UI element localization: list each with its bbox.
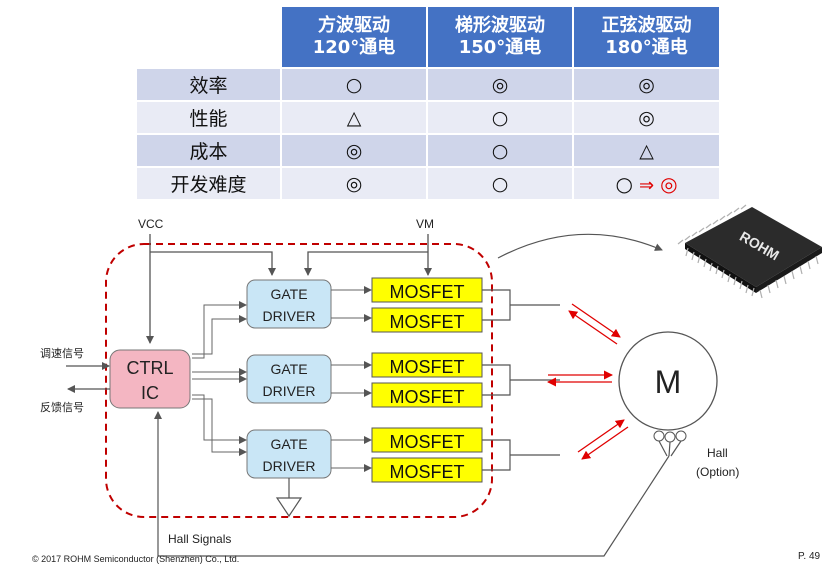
ctrl-ic-label: CTRL — [126, 358, 173, 378]
mosfet-label: MOSFET — [390, 312, 465, 332]
table-row: 成本 ◎ ○ △ — [135, 133, 721, 168]
row-label: 性能 — [135, 100, 282, 135]
gate-to-mosfet-wires — [331, 286, 372, 472]
motor — [618, 331, 718, 431]
row-label: 效率 — [135, 67, 282, 102]
feedback-signal-label: 反馈信号 — [40, 401, 84, 414]
phase-output-wires — [482, 289, 560, 471]
vm-line — [304, 234, 432, 276]
hall-option-label: (Option) — [696, 465, 739, 479]
mosfet: MOSFET — [371, 352, 483, 378]
ctrl-ic — [109, 349, 191, 409]
rating-cell: ◎ — [572, 67, 721, 102]
gate-driver-label: DRIVER — [263, 458, 316, 474]
speed-signal-label: 调速信号 — [40, 347, 84, 360]
rohm-chip-icon: ROHM — [677, 204, 822, 299]
table-row: 开发难度 ◎ ○ ○ ⇒ ◎ — [135, 166, 721, 201]
rating-cell: ◎ — [426, 67, 574, 102]
copyright: © 2017 ROHM Semiconductor (Shenzhen) Co.… — [32, 554, 240, 564]
upgrade-arrow-icon: ⇒ — [638, 174, 655, 196]
motor-label: M — [655, 364, 682, 400]
rating-cell: ○ — [280, 67, 428, 102]
rating-cell: ◎ — [572, 100, 721, 135]
hall-sensor-icon — [653, 430, 687, 443]
rating-from: ○ — [615, 171, 633, 196]
vcc-label: VCC — [138, 217, 164, 231]
rating-cell: ○ — [426, 166, 574, 201]
mosfet: MOSFET — [371, 427, 483, 453]
mosfet-label: MOSFET — [390, 357, 465, 377]
rating-cell: ◎ — [280, 133, 428, 168]
gate-driver-label: GATE — [270, 361, 307, 377]
to-chip-arrow — [497, 233, 663, 259]
page-number: P. 49 — [798, 551, 821, 562]
gate-driver-label: GATE — [270, 286, 307, 302]
gate-driver-label: GATE — [270, 436, 307, 452]
table-row: 效率 ○ ◎ ◎ — [135, 67, 721, 102]
vcc-line — [146, 234, 276, 344]
hall-wires — [154, 411, 682, 557]
ic-boundary — [105, 243, 493, 518]
mosfet-label: MOSFET — [390, 432, 465, 452]
rating-cell: △ — [280, 100, 428, 135]
row-label: 成本 — [135, 133, 282, 168]
gate-driver: GATE DRIVER — [246, 279, 332, 329]
table-corner — [135, 5, 282, 69]
ctrl-to-gate-wires — [192, 301, 247, 456]
mosfet-label: MOSFET — [390, 462, 465, 482]
rating-cell: △ — [572, 133, 721, 168]
table-row: 性能 △ ○ ◎ — [135, 100, 721, 135]
row-label: 开发难度 — [135, 166, 282, 201]
gate-driver-label: DRIVER — [263, 383, 316, 399]
hall-signals-label: Hall Signals — [168, 532, 231, 546]
rating-cell: ◎ — [280, 166, 428, 201]
gate-driver-label: DRIVER — [263, 308, 316, 324]
gate-driver: GATE DRIVER — [246, 354, 332, 404]
rating-cell: ○ — [426, 133, 574, 168]
mosfet-label: MOSFET — [390, 282, 465, 302]
vm-label: VM — [416, 217, 434, 231]
mosfet: MOSFET — [371, 307, 483, 333]
mosfet: MOSFET — [371, 457, 483, 483]
hall-label: Hall — [707, 446, 728, 460]
phase-current-arrows — [547, 303, 629, 460]
ctrl-ic-label: IC — [141, 383, 159, 403]
gate-driver: GATE DRIVER — [246, 429, 332, 479]
rating-cell: ○ ⇒ ◎ — [572, 166, 721, 201]
mosfet-label: MOSFET — [390, 387, 465, 407]
ground-icon — [275, 478, 303, 518]
mosfet: MOSFET — [371, 277, 483, 303]
rating-cell: ○ — [426, 100, 574, 135]
rating-to: ◎ — [660, 171, 678, 196]
mosfet: MOSFET — [371, 382, 483, 408]
